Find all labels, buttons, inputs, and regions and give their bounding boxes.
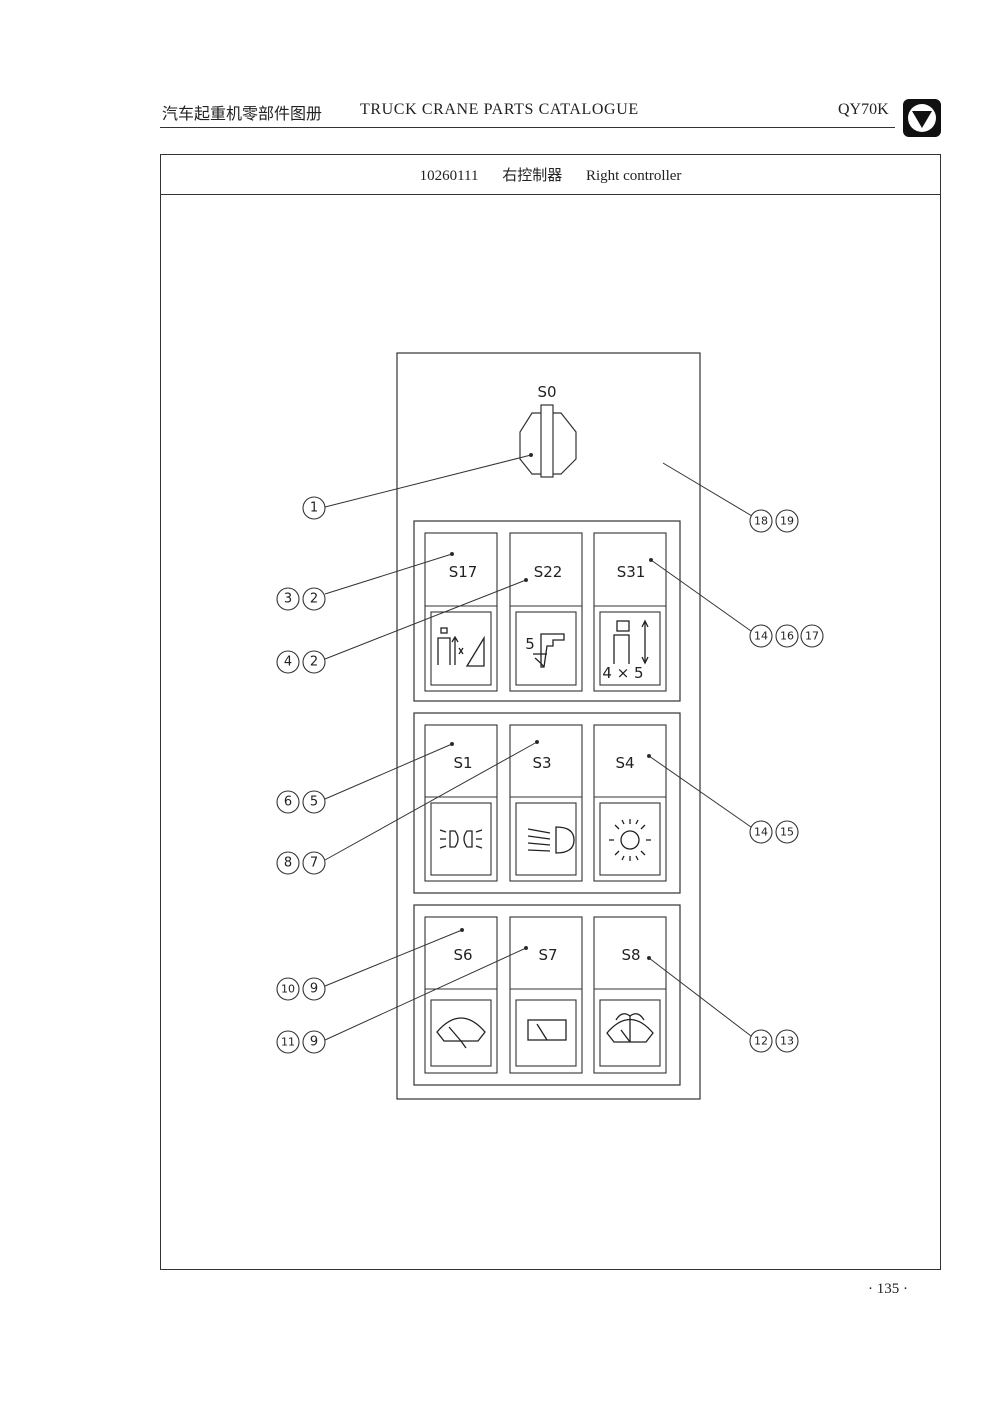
svg-text:5: 5	[310, 795, 318, 810]
part-name-chinese: 右控制器	[502, 166, 563, 184]
switch-cell-s7	[509, 916, 583, 1074]
position-lights-icon	[439, 829, 483, 849]
diagram-frame: 10260111 右控制器 Right controller	[160, 154, 941, 1270]
roof-window-wiper-icon	[527, 1019, 567, 1041]
callout-10-9	[276, 977, 300, 1001]
key-switch-label: S0	[537, 383, 556, 401]
callout-11-9	[276, 1030, 300, 1054]
callout-6-5	[276, 790, 300, 814]
headlight-icon	[527, 826, 575, 854]
switch-label-s4: S4	[615, 754, 634, 772]
switch-group-2	[413, 712, 681, 894]
switch-label-s6: S6	[453, 946, 472, 964]
catalogue-title-chinese: 汽车起重机零部件图册	[162, 104, 323, 123]
svg-text:9: 9	[310, 982, 318, 997]
svg-text:1: 1	[310, 501, 318, 516]
part-code: 10260111	[419, 168, 479, 184]
svg-text:10: 10	[281, 983, 295, 996]
page-number: · 135 ·	[868, 1281, 908, 1297]
switch-group-1	[413, 520, 681, 702]
switch-label-s3: S3	[532, 754, 551, 772]
key-switch-body	[519, 412, 577, 475]
svg-text:13: 13	[780, 1035, 794, 1048]
switch-label-s8: S8	[621, 946, 640, 964]
svg-text:4: 4	[284, 655, 292, 670]
wiper-icon	[436, 1017, 486, 1049]
svg-text:2: 2	[310, 592, 318, 607]
4x5-boom-mode-icon: 4 × 5	[602, 619, 649, 682]
callout-3-2	[276, 587, 300, 611]
svg-text:15: 15	[780, 826, 794, 839]
washer-icon	[606, 1013, 654, 1043]
controller-panel	[396, 352, 701, 1100]
part-name-english: Right controller	[586, 168, 682, 184]
svg-text:8: 8	[284, 856, 292, 871]
switch-cell-s1	[424, 724, 498, 882]
switch-label-s17: S17	[449, 563, 478, 581]
brand-logo-icon	[903, 99, 941, 137]
switch-label-s7: S7	[538, 946, 557, 964]
rotating-beacon-icon	[609, 819, 651, 861]
svg-text:19: 19	[780, 515, 794, 528]
callout-14-15	[749, 820, 773, 844]
svg-text:3: 3	[284, 592, 292, 607]
switch-cell-s17	[424, 532, 498, 692]
key-switch-blade	[540, 404, 554, 478]
svg-text:14: 14	[754, 826, 768, 839]
svg-text:18: 18	[754, 515, 768, 528]
svg-text:12: 12	[754, 1035, 768, 1048]
callout-4-2	[276, 650, 300, 674]
header-rule	[160, 127, 895, 128]
callout-14-16-17	[749, 624, 773, 648]
svg-text:11: 11	[281, 1036, 295, 1049]
callout-12-13	[749, 1029, 773, 1053]
svg-text:6: 6	[284, 795, 292, 810]
switch-group-3	[413, 904, 681, 1086]
switch-label-s31: S31	[617, 563, 646, 581]
telescoping-boom-icon	[437, 627, 485, 667]
svg-text:14: 14	[754, 630, 768, 643]
callout-1	[302, 496, 326, 520]
switch-cell-s3	[509, 724, 583, 882]
fifth-section-icon: 5	[525, 633, 565, 668]
switch-cell-s4	[593, 724, 667, 882]
svg-text:7: 7	[310, 856, 318, 871]
model-number: QY70K	[838, 101, 889, 118]
switch-cell-s8	[593, 916, 667, 1074]
switch-cell-s6	[424, 916, 498, 1074]
switch-label-s1: S1	[453, 754, 472, 772]
section-title-bar: 10260111 右控制器 Right controller	[161, 155, 940, 195]
catalogue-title-english: TRUCK CRANE PARTS CATALOGUE	[360, 101, 639, 118]
svg-text:16: 16	[780, 630, 794, 643]
svg-text:9: 9	[310, 1035, 318, 1050]
switch-cell-s31	[593, 532, 667, 692]
svg-text:4 × 5: 4 × 5	[602, 664, 643, 682]
switch-label-s22: S22	[534, 563, 563, 581]
callout-8-7	[276, 851, 300, 875]
svg-text:2: 2	[310, 655, 318, 670]
switch-cell-s22	[509, 532, 583, 692]
svg-text:17: 17	[805, 630, 819, 643]
callout-18-19	[749, 509, 773, 533]
svg-text:5: 5	[525, 635, 535, 653]
